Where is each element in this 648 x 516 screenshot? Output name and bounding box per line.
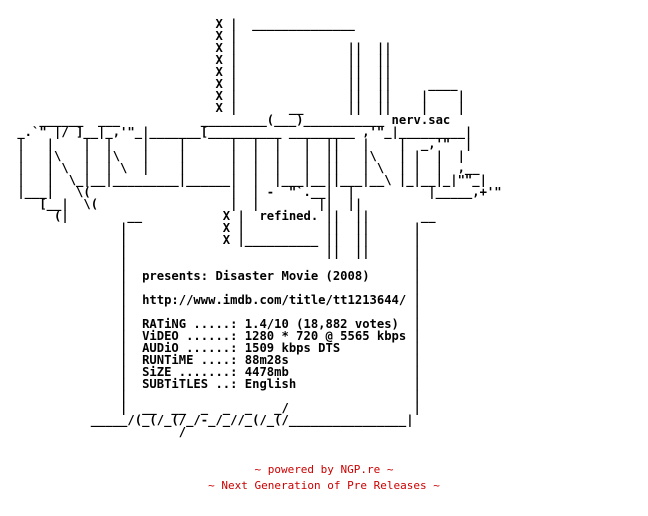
nfo-ascii-art: X | ______________ X | X | || || X | || …: [17, 17, 502, 439]
footer-powered-by: ~ powered by NGP.re ~: [254, 463, 394, 476]
footer: ~ powered by NGP.re ~ ~ Next Generation …: [0, 462, 648, 494]
footer-tagline: ~ Next Generation of Pre Releases ~: [208, 479, 440, 492]
